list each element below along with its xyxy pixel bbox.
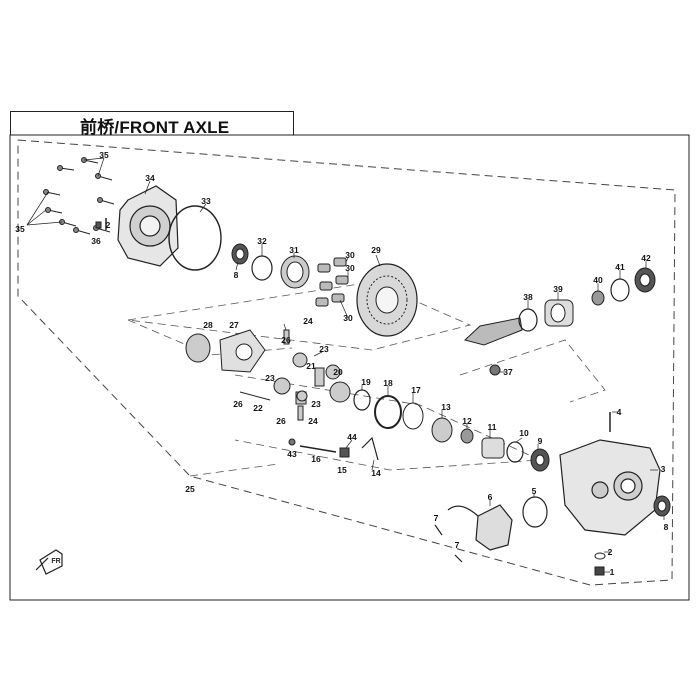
upper-plane: [127, 281, 472, 351]
callout-25: 25: [185, 484, 195, 494]
callout-35: 35: [99, 150, 109, 160]
fork-14: [361, 436, 379, 461]
callout-35: 35: [15, 224, 25, 234]
callout-12: 12: [462, 416, 472, 426]
ring-19: [353, 389, 371, 411]
callout-38: 38: [523, 292, 533, 302]
callout-39: 39: [553, 284, 563, 294]
callout-17: 17: [411, 385, 421, 395]
leader-lines: [26, 157, 665, 573]
callout-14: 14: [371, 468, 381, 478]
assembly-boundary: [17, 139, 676, 586]
callout-6: 6: [488, 492, 493, 502]
callout-26: 26: [276, 416, 286, 426]
callout-40: 40: [593, 275, 603, 285]
screw-7b: [454, 554, 463, 563]
axle-cover: [117, 185, 179, 267]
callout-37: 37: [503, 367, 513, 377]
plug-36: [95, 221, 102, 229]
block-15: [339, 447, 350, 458]
plug: [489, 364, 501, 376]
hub-13: [431, 417, 453, 443]
o-ring-5: [522, 496, 548, 528]
actuator: [447, 504, 513, 551]
o-ring: [168, 205, 222, 271]
callout-41: 41: [615, 262, 625, 272]
callout-1: 1: [610, 567, 615, 577]
callout-7: 7: [434, 513, 439, 523]
callout-16: 16: [311, 454, 321, 464]
washer-2: [594, 552, 606, 560]
pinion-plane: [459, 339, 606, 403]
pinion-gear: [463, 317, 523, 346]
bolt-group: [43, 157, 115, 235]
callout-2: 2: [608, 547, 613, 557]
title-frame: [10, 111, 294, 135]
callout-42: 42: [641, 253, 651, 263]
callout-34: 34: [145, 173, 155, 183]
callout-26: 26: [281, 335, 291, 345]
callout-20: 20: [333, 367, 343, 377]
callout-4: 4: [617, 407, 622, 417]
snap-ring: [518, 308, 538, 332]
callout-7: 7: [455, 540, 460, 550]
callout-24: 24: [303, 316, 313, 326]
pin-43: [288, 438, 296, 446]
spider-gears: [239, 329, 351, 421]
callout-36: 36: [91, 236, 101, 246]
snap-ring-10: [506, 441, 524, 463]
callout-31: 31: [289, 245, 299, 255]
drain-plug-1: [594, 566, 605, 576]
callout-33: 33: [201, 196, 211, 206]
callout-19: 19: [361, 377, 371, 387]
retainer-ring: [610, 278, 630, 302]
bushing-12: [460, 428, 474, 444]
callout-23: 23: [265, 373, 275, 383]
callout-43: 43: [287, 449, 297, 459]
callout-24: 24: [308, 416, 318, 426]
coupler-11: [481, 437, 505, 459]
callout-23: 23: [311, 399, 321, 409]
main-housing: [559, 439, 661, 536]
callout-8: 8: [234, 270, 239, 280]
ring-gear-bolts: [315, 257, 349, 307]
callout-32: 32: [257, 236, 267, 246]
front-direction-marker: FR: [35, 549, 63, 575]
shaft-16: [299, 445, 337, 453]
base-edge: [189, 463, 279, 477]
callout-15: 15: [337, 465, 347, 475]
drawing-frame: [9, 134, 690, 601]
callout-30: 30: [345, 250, 355, 260]
callout-29: 29: [371, 245, 381, 255]
callout-13: 13: [441, 402, 451, 412]
screw-7a: [434, 524, 443, 536]
callout-28: 28: [203, 320, 213, 330]
callout-44: 44: [347, 432, 357, 442]
ring-17: [402, 402, 424, 430]
callout-30: 30: [343, 313, 353, 323]
page-title: 前桥/FRONT AXLE: [80, 118, 230, 137]
callout-27: 27: [229, 320, 239, 330]
callout-10: 10: [519, 428, 529, 438]
callout-8: 8: [664, 522, 669, 532]
washer: [591, 290, 605, 306]
callout-30: 30: [345, 263, 355, 273]
direction-label: FR: [51, 558, 60, 565]
callout-22: 22: [253, 403, 263, 413]
ring-18: [374, 395, 402, 429]
callout-23: 23: [319, 344, 329, 354]
callout-2: 2: [106, 220, 111, 230]
callout-21: 21: [306, 361, 316, 371]
callout-3: 3: [661, 464, 666, 474]
callout-26: 26: [233, 399, 243, 409]
callout-18: 18: [383, 378, 393, 388]
callout-5: 5: [532, 486, 537, 496]
callout-9: 9: [538, 436, 543, 446]
differential-case: [185, 329, 266, 373]
callout-11: 11: [488, 422, 497, 432]
shim-ring: [251, 255, 273, 281]
